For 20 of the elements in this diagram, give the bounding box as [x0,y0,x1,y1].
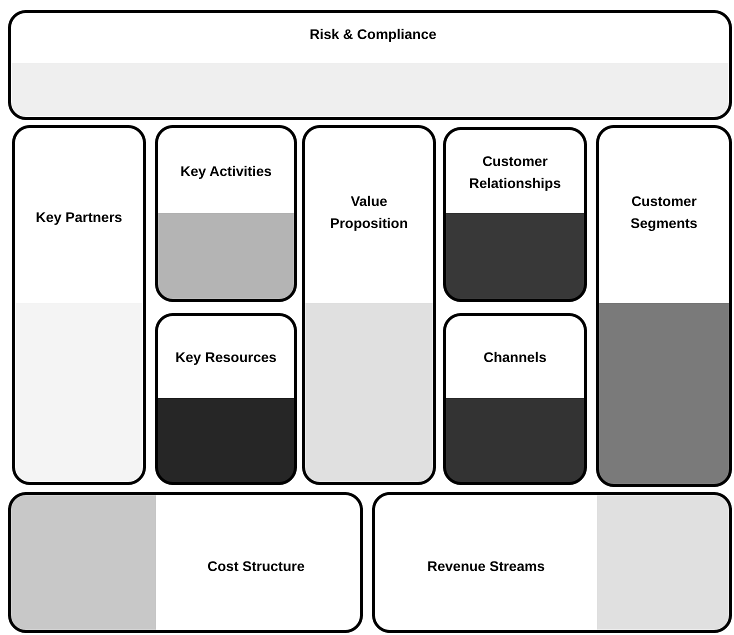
canvas-block [443,127,587,302]
block-title: Key Activities [179,162,273,181]
canvas-block [443,313,587,485]
block-title: Customer Segments [630,192,698,233]
block-title: Value Proposition [329,192,409,233]
block-title: Key Partners [34,208,124,227]
canvas-block [12,125,146,485]
canvas-block [596,125,732,487]
block-title: Cost Structure [206,557,306,576]
block-title: Risk & Compliance [308,25,438,44]
block-title: Key Resources [174,348,278,367]
canvas-block [8,10,732,120]
canvas-block [155,125,297,302]
canvas-block [372,492,732,633]
block-title: Channels [482,348,548,367]
canvas-block [155,313,297,485]
canvas-block [8,492,363,633]
block-title: Revenue Streams [426,557,546,576]
canvas-block [302,125,436,485]
block-title: Customer Relationships [468,152,562,193]
